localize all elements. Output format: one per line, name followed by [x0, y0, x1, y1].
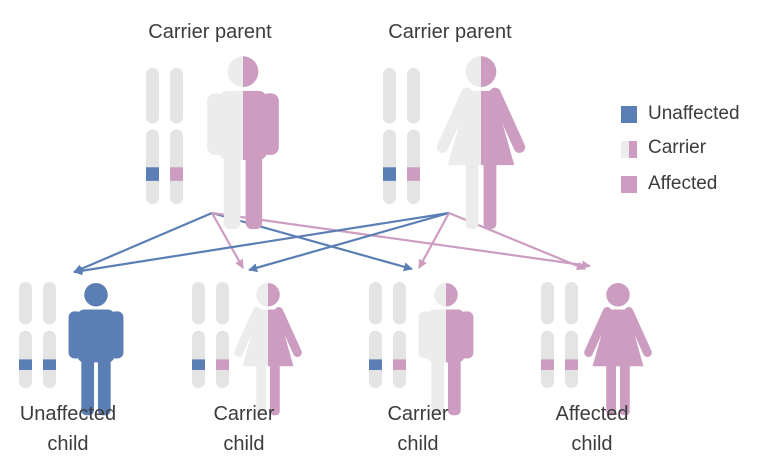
chromosome-arm [19, 330, 32, 388]
chromosome-pair-icon [146, 68, 183, 204]
male-figure-icon [68, 282, 124, 416]
chromosome-arm [192, 282, 205, 325]
allele-band [192, 359, 205, 370]
female-figure-icon [436, 56, 526, 230]
child-label-line2: child [223, 433, 265, 455]
inheritance-arrow [418, 212, 450, 269]
child-label: Unaffected child [0, 399, 148, 459]
allele-band [170, 167, 183, 181]
legend-label-affected: Affected [648, 173, 718, 194]
female-figure-icon [584, 282, 652, 416]
chromosome-arm [407, 68, 420, 124]
chromosome-arm [565, 282, 578, 325]
legend-swatch-unaffected [621, 106, 637, 123]
parent-label: Carrier parent [388, 21, 512, 43]
chromosome-arm [383, 68, 396, 124]
chromosome-arm [170, 129, 183, 204]
chromosome-arm [43, 330, 56, 388]
inheritance-arrow [73, 211, 213, 274]
allele-band [19, 359, 32, 370]
chromosome-arm [43, 282, 56, 325]
chromosome-pair-icon [19, 282, 56, 388]
inheritance-arrow [211, 212, 244, 269]
chromosome-arm [369, 330, 382, 388]
chromosome-pair-icon [192, 282, 229, 388]
chromosome-arm [369, 282, 382, 325]
child-label-line2: child [47, 433, 89, 455]
inheritance-arrow [211, 211, 591, 270]
allele-band [383, 167, 396, 181]
parent-label: Carrier parent [148, 21, 272, 43]
inheritance-arrow [248, 211, 450, 273]
child-label-line1: Carrier [387, 403, 449, 425]
chromosome-arm [170, 68, 183, 124]
allele-band [216, 359, 229, 370]
female-figure-icon [234, 282, 302, 416]
legend-swatch-affected [621, 176, 637, 193]
allele-band [407, 167, 420, 181]
chromosome-arm [146, 129, 159, 204]
allele-band [565, 359, 578, 370]
chromosome-arm [541, 282, 554, 325]
chromosome-arm [146, 68, 159, 124]
chromosome-arm [393, 282, 406, 325]
legend-label-carrier: Carrier [648, 137, 707, 158]
chromosome-arm [541, 330, 554, 388]
chromosome-pair-icon [541, 282, 578, 388]
child-label-line1: Carrier [213, 403, 275, 425]
chromosome-arm [383, 129, 396, 204]
chromosome-arm [19, 282, 32, 325]
child-label: Affected child [512, 399, 672, 459]
allele-band [369, 359, 382, 370]
child-label-line1: Affected [555, 403, 629, 425]
inheritance-arrow [73, 211, 450, 276]
child-label-line2: child [397, 433, 439, 455]
male-figure-icon [418, 282, 474, 416]
child-label: Carrier child [338, 399, 498, 459]
allele-band [43, 359, 56, 370]
inheritance-arrow [211, 211, 413, 272]
legend-label-unaffected: Unaffected [648, 103, 740, 124]
legend-swatch-carrier [621, 141, 637, 158]
child-label: Carrier child [164, 399, 324, 459]
male-figure-icon [207, 56, 279, 230]
chromosome-arm [565, 330, 578, 388]
chromosome-arm [192, 330, 205, 388]
chromosome-pair-icon [369, 282, 406, 388]
chromosome-arm [216, 330, 229, 388]
chromosome-pair-icon [383, 68, 420, 204]
child-label-line1: Unaffected [19, 403, 117, 425]
chromosome-arm [216, 282, 229, 325]
allele-band [541, 359, 554, 370]
allele-band [146, 167, 159, 181]
allele-band [393, 359, 406, 370]
chromosome-arm [393, 330, 406, 388]
chromosome-arm [407, 129, 420, 204]
child-label-line2: child [571, 433, 613, 455]
